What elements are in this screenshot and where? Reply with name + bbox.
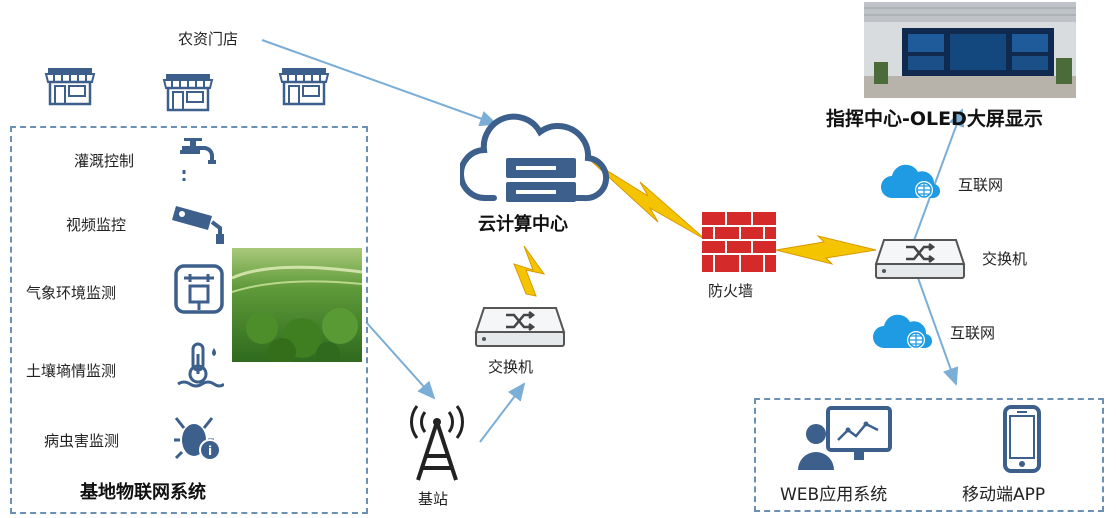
store-label: 农资门店 bbox=[178, 30, 239, 48]
network-switch-icon bbox=[474, 307, 566, 347]
base-station-label: 基站 bbox=[418, 490, 449, 508]
base-system-title: 基地物联网系统 bbox=[80, 482, 206, 503]
soil-label: 土壤墒情监测 bbox=[26, 362, 117, 380]
thermometer-icon bbox=[177, 342, 224, 388]
tea-field-photo bbox=[232, 248, 362, 362]
network-switch-icon bbox=[874, 239, 966, 279]
pest-label: 病虫害监测 bbox=[44, 432, 120, 450]
switch-left-label: 交换机 bbox=[488, 358, 534, 376]
antenna-tower-icon bbox=[410, 405, 464, 481]
firewall-icon bbox=[702, 212, 776, 272]
weather-label: 气象环境监测 bbox=[26, 284, 117, 302]
smartphone-icon bbox=[1003, 405, 1041, 473]
cloud-server-icon bbox=[460, 113, 610, 202]
pest-bug-icon: i bbox=[174, 417, 221, 461]
cctv-camera-icon bbox=[172, 206, 224, 244]
firewall-label: 防火墙 bbox=[708, 282, 754, 300]
store-icon bbox=[44, 68, 96, 106]
svg-text:i: i bbox=[208, 444, 212, 458]
led-screen-room-image bbox=[864, 2, 1076, 98]
internet-top-label: 互联网 bbox=[958, 176, 1004, 194]
internet-bottom-label: 互联网 bbox=[950, 324, 996, 342]
cloud-label: 云计算中心 bbox=[478, 214, 568, 235]
web-system-label: WEB应用系统 bbox=[780, 485, 888, 505]
globe-cloud-icon bbox=[873, 314, 933, 349]
lightning-bolt bbox=[513, 245, 546, 297]
store-icon bbox=[162, 74, 214, 112]
mobile-app-label: 移动端APP bbox=[962, 485, 1046, 505]
video-label: 视频监控 bbox=[66, 216, 127, 234]
weather-station-icon bbox=[174, 264, 224, 314]
store-icon bbox=[278, 68, 330, 106]
command-center-label: 指挥中心-OLED大屏显示 bbox=[826, 108, 1043, 130]
clients-box bbox=[754, 398, 1104, 512]
switch-right-label: 交换机 bbox=[982, 250, 1028, 268]
irrigation-label: 灌溉控制 bbox=[74, 152, 135, 170]
web-user-monitor-icon bbox=[798, 406, 892, 470]
base-system-box bbox=[10, 126, 368, 514]
lightning-bolt bbox=[775, 235, 877, 265]
globe-cloud-icon bbox=[881, 164, 941, 199]
faucet-icon bbox=[180, 138, 216, 181]
